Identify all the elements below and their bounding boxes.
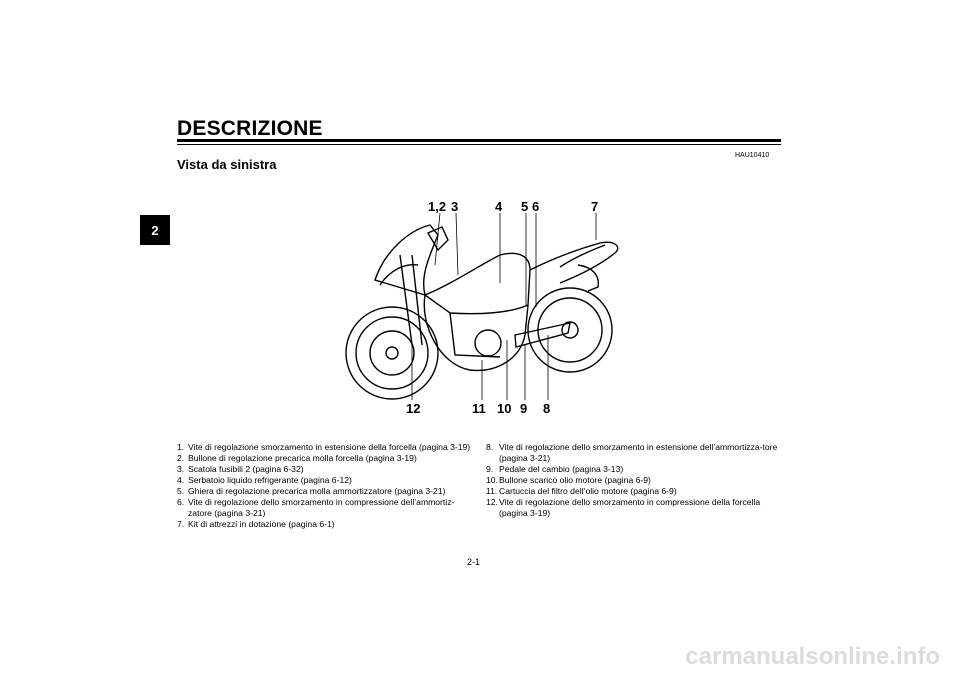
item-number: 10. xyxy=(486,475,498,485)
item-number: 3. xyxy=(177,464,185,474)
item-text: Pedale del cambio (pagina 3-13) xyxy=(499,464,624,474)
callout-4: 4 xyxy=(495,199,503,214)
item-text: Serbatoio liquido refrigerante (pagina 6… xyxy=(188,475,352,485)
callout-1-2: 1,2 xyxy=(428,199,447,214)
section-subtitle: Vista da sinistra xyxy=(177,157,277,172)
item-number: 12. xyxy=(486,497,498,507)
motorcycle-diagram xyxy=(345,212,619,400)
item-text: Scatola fusibili 2 (pagina 6-32) xyxy=(188,464,304,474)
item-number: 8. xyxy=(486,442,494,452)
chapter-tab: 2 xyxy=(140,215,170,245)
page-title: DESCRIZIONE xyxy=(177,117,323,140)
list-item: 4.Serbatoio liquido refrigerante (pagina… xyxy=(177,475,477,486)
callout-12: 12 xyxy=(406,401,421,416)
item-text: Kit di attrezzi in dotazione (pagina 6-1… xyxy=(188,519,335,529)
list-item: 6.Vite di regolazione dello smorzamento … xyxy=(177,497,477,519)
list-item: 12.Vite di regolazione dello smorzamento… xyxy=(486,497,786,519)
item-text: Ghiera di regolazione precarica molla am… xyxy=(188,486,446,496)
callout-6: 6 xyxy=(532,199,540,214)
list-item: 5.Ghiera di regolazione precarica molla … xyxy=(177,486,477,497)
callout-3: 3 xyxy=(451,199,459,214)
list-item: 3.Scatola fusibili 2 (pagina 6-32) xyxy=(177,464,477,475)
item-number: 2. xyxy=(177,453,185,463)
item-text: Bullone scarico olio motore (pagina 6-9) xyxy=(499,475,651,485)
title-rule xyxy=(177,139,781,142)
list-item: 2.Bullone di regolazione precarica molla… xyxy=(177,453,477,464)
list-item: 10.Bullone scarico olio motore (pagina 6… xyxy=(486,475,786,486)
item-number: 6. xyxy=(177,497,185,507)
item-number: 7. xyxy=(177,519,185,529)
list-item: 7.Kit di attrezzi in dotazione (pagina 6… xyxy=(177,519,477,530)
item-number: 5. xyxy=(177,486,185,496)
item-text: Vite di regolazione dello smorzamento in… xyxy=(499,497,761,518)
watermark: carmanualsonline.info xyxy=(685,643,940,670)
callout-11: 11 xyxy=(472,401,486,416)
list-item: 11.Cartuccia del filtro dell’olio motore… xyxy=(486,486,786,497)
item-number: 11. xyxy=(486,486,498,496)
item-text: Bullone di regolazione precarica molla f… xyxy=(188,453,417,463)
callout-7: 7 xyxy=(591,199,599,214)
callout-5: 5 xyxy=(521,199,529,214)
item-number: 4. xyxy=(177,475,185,485)
item-number: 1. xyxy=(177,442,185,452)
legend-list-right: 8. Vite di regolazione dello smorzamento … xyxy=(486,442,786,519)
callout-9: 9 xyxy=(520,401,528,416)
callout-10: 10 xyxy=(497,401,512,416)
callout-8: 8 xyxy=(543,401,551,416)
page-number: 2-1 xyxy=(467,557,481,567)
item-text: Cartuccia del filtro dell’olio motore (p… xyxy=(499,486,677,496)
item-text: Vite di regolazione dello smorzamento in… xyxy=(188,497,455,518)
section-code: HAU10410 xyxy=(735,152,770,159)
item-text: Vite di regolazione smorzamento in esten… xyxy=(188,442,471,452)
list-item: 8. Vite di regolazione dello smorzamento … xyxy=(486,442,786,464)
item-text: Vite di regolazione dello smorzamento in… xyxy=(499,442,778,463)
list-item: 9. Pedale del cambio (pagina 3-13) xyxy=(486,464,786,475)
item-number: 9. xyxy=(486,464,494,474)
title-rule-thin xyxy=(177,144,781,145)
list-item: 1.Vite di regolazione smorzamento in est… xyxy=(177,442,477,453)
legend-list-left: 1.Vite di regolazione smorzamento in est… xyxy=(177,442,477,530)
